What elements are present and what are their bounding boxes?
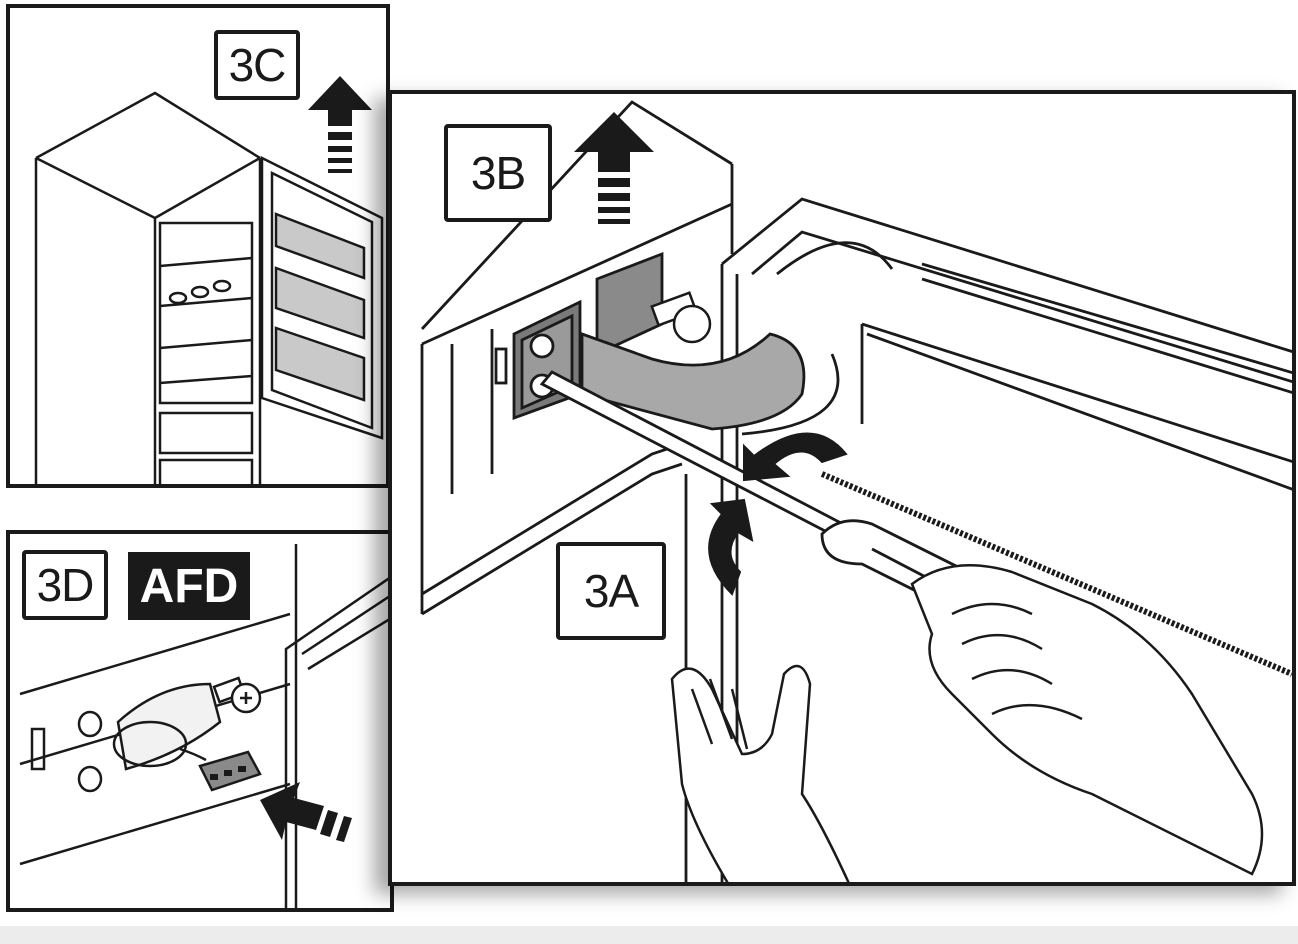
rotate-arrow-icon (708, 432, 848, 596)
right-arrow-icon (260, 782, 352, 842)
screw-icon (212, 676, 262, 714)
hinge-arm (580, 332, 806, 431)
up-arrow-icon (308, 76, 372, 173)
hinge-removal-illustration (420, 100, 1292, 882)
panel-3c: 3C (6, 4, 390, 488)
afd-connector-illustration (19, 544, 390, 908)
connector-block (198, 750, 262, 792)
left-hand (670, 664, 850, 882)
panel-main: 3B 3A (388, 90, 1296, 886)
step-label-3c: 3C (214, 30, 300, 100)
footer-strip (0, 926, 1298, 944)
fridge-open-door-illustration (34, 76, 384, 484)
up-arrow-icon (574, 112, 654, 224)
right-hand (910, 564, 1264, 876)
afd-badge: AFD (128, 552, 250, 620)
panel-3d: 3D AFD (6, 530, 394, 912)
step-label-3a: 3A (556, 542, 666, 640)
step-label-3d: 3D (22, 550, 108, 620)
screw-icon (650, 291, 712, 344)
step-label-3b: 3B (444, 124, 552, 222)
